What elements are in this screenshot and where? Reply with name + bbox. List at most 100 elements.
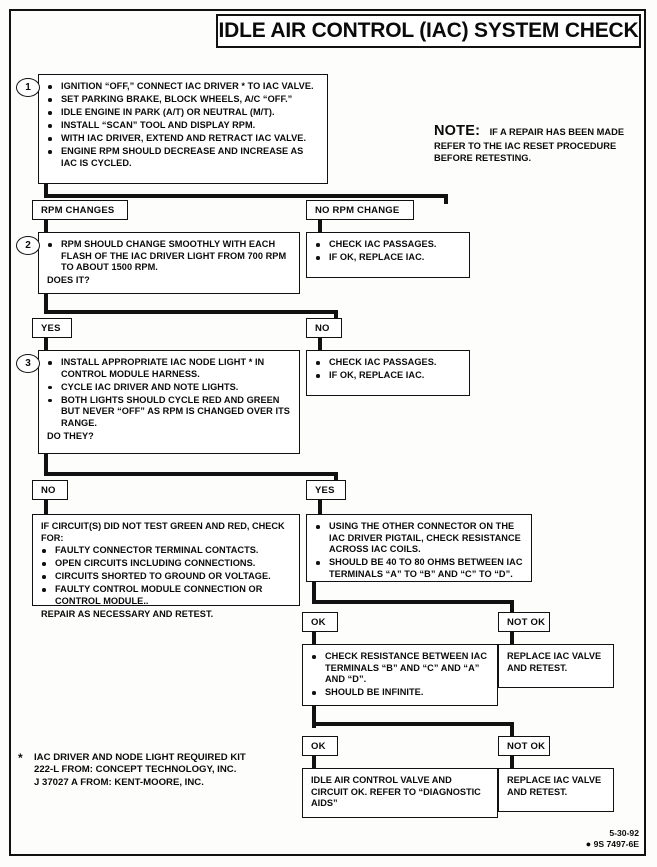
connector-v xyxy=(334,472,338,482)
diagnostic-aids-line-3: AIDS” xyxy=(311,798,338,809)
list-item: SET PARKING BRAKE, BLOCK WHEELS, A/C “OF… xyxy=(47,94,320,106)
list-item: USING THE OTHER CONNECTOR ON THE IAC DRI… xyxy=(315,521,524,556)
connector-v xyxy=(444,194,448,204)
coil-resistance-box: USING THE OTHER CONNECTOR ON THE IAC DRI… xyxy=(306,514,532,582)
connector-v xyxy=(510,756,514,768)
list-item: CIRCUITS SHORTED TO GROUND OR VOLTAGE. xyxy=(41,571,292,583)
step-3-number: 3 xyxy=(16,354,40,373)
list-item: WITH IAC DRIVER, EXTEND AND RETRACT IAC … xyxy=(47,133,320,145)
stamp-code: 9S 7497-6E xyxy=(593,838,639,849)
connector-h xyxy=(312,600,514,604)
step-2-question: DOES IT? xyxy=(47,275,90,286)
diagnostic-aids-line-2: CIRCUIT OK. REFER TO “DIAGNOSTIC xyxy=(311,786,481,797)
list-item: CHECK IAC PASSAGES. xyxy=(315,239,462,251)
branch-label-not-ok-1: NOT OK xyxy=(498,612,550,632)
list-item: FAULTY CONNECTOR TERMINAL CONTACTS. xyxy=(41,545,292,557)
branch-label-ok-1: OK xyxy=(302,612,338,632)
branch-label-no-2: NO xyxy=(32,480,68,500)
page-title: IDLE AIR CONTROL (IAC) SYSTEM CHECK xyxy=(216,14,641,48)
check-passages-list-2: CHECK IAC PASSAGES. IF OK, REPLACE IAC. xyxy=(315,357,462,382)
replace-valve-box-1: REPLACE IAC VALVE AND RETEST. xyxy=(498,644,614,688)
connector-v xyxy=(44,338,48,350)
list-item: IF OK, REPLACE IAC. xyxy=(315,370,462,382)
step-3-question: DO THEY? xyxy=(47,431,94,442)
asterisk-icon: * xyxy=(18,751,23,765)
connector-v xyxy=(44,454,48,476)
diagnostic-aids-line-1: IDLE AIR CONTROL VALVE AND xyxy=(311,775,452,785)
note-line-2: REFER TO THE IAC RESET PROCEDURE xyxy=(434,141,617,151)
step-2-number: 2 xyxy=(16,236,40,255)
branch-label-no-rpm-change: NO RPM CHANGE xyxy=(306,200,414,220)
stamp-code-row: ● 9S 7497-6E xyxy=(586,839,639,850)
connector-h xyxy=(44,194,448,198)
page-title-text: IDLE AIR CONTROL (IAC) SYSTEM CHECK xyxy=(218,19,639,42)
step-1-list: IGNITION “OFF,” CONNECT IAC DRIVER * TO … xyxy=(47,81,320,170)
note-line-3: BEFORE RETESTING. xyxy=(434,153,532,164)
check-passages-box-1: CHECK IAC PASSAGES. IF OK, REPLACE IAC. xyxy=(306,232,470,278)
branch-label-not-ok-2: NOT OK xyxy=(498,736,550,756)
connector-v xyxy=(44,500,48,514)
check-passages-box-2: CHECK IAC PASSAGES. IF OK, REPLACE IAC. xyxy=(306,350,470,396)
infinite-check-list: CHECK RESISTANCE BETWEEN IAC TERMINALS “… xyxy=(311,651,490,699)
connector-v xyxy=(312,706,316,728)
note-heading: NOTE: xyxy=(434,123,481,139)
replace-valve-1-line-2: AND RETEST. xyxy=(507,662,568,673)
footnote-line-1: * IAC DRIVER AND NODE LIGHT REQUIRED KIT xyxy=(18,751,308,765)
list-item: IDLE ENGINE IN PARK (A/T) OR NEUTRAL (M/… xyxy=(47,107,320,119)
list-item: RPM SHOULD CHANGE SMOOTHLY WITH EACH FLA… xyxy=(47,239,292,274)
replace-valve-box-2: REPLACE IAC VALVE AND RETEST. xyxy=(498,768,614,812)
connector-h xyxy=(312,722,514,726)
replace-valve-2-line-1: REPLACE IAC VALVE xyxy=(507,775,602,785)
connector-v xyxy=(44,220,48,232)
connector-v xyxy=(510,632,514,644)
diagnostic-aids-box: IDLE AIR CONTROL VALVE AND CIRCUIT OK. R… xyxy=(302,768,498,818)
branch-label-no-1: NO xyxy=(306,318,342,338)
step-1-number: 1 xyxy=(16,78,40,97)
circuit-failure-intro: IF CIRCUIT(S) DID NOT TEST GREEN AND RED… xyxy=(41,521,285,543)
list-item: BOTH LIGHTS SHOULD CYCLE RED AND GREEN B… xyxy=(47,395,292,430)
connector-v xyxy=(318,220,322,232)
list-item: ENGINE RPM SHOULD DECREASE AND INCREASE … xyxy=(47,146,320,169)
branch-label-rpm-changes: RPM CHANGES xyxy=(32,200,128,220)
infinite-check-box: CHECK RESISTANCE BETWEEN IAC TERMINALS “… xyxy=(302,644,498,706)
step-2-box: RPM SHOULD CHANGE SMOOTHLY WITH EACH FLA… xyxy=(38,232,300,294)
bullet-icon: ● xyxy=(585,838,592,849)
document-stamp: 5-30-92 ● 9S 7497-6E xyxy=(586,828,639,849)
list-item: INSTALL APPROPRIATE IAC NODE LIGHT * IN … xyxy=(47,357,292,380)
note-line-1: IF A REPAIR HAS BEEN MADE xyxy=(489,127,625,137)
list-item: FAULTY CONTROL MODULE CONNECTION OR CONT… xyxy=(41,584,292,607)
connector-v xyxy=(312,632,316,644)
step-3-box: INSTALL APPROPRIATE IAC NODE LIGHT * IN … xyxy=(38,350,300,454)
branch-label-yes-1: YES xyxy=(32,318,72,338)
list-item: SHOULD BE 40 TO 80 OHMS BETWEEN IAC TERM… xyxy=(315,557,524,580)
connector-h xyxy=(44,310,338,314)
connector-h xyxy=(44,472,338,476)
connector-v xyxy=(44,294,48,314)
list-item: OPEN CIRCUITS INCLUDING CONNECTIONS. xyxy=(41,558,292,570)
connector-v xyxy=(318,500,322,514)
coil-resistance-list: USING THE OTHER CONNECTOR ON THE IAC DRI… xyxy=(315,521,524,580)
branch-label-yes-2: YES xyxy=(306,480,346,500)
list-item: CYCLE IAC DRIVER AND NOTE LIGHTS. xyxy=(47,382,292,394)
connector-v xyxy=(510,600,514,612)
list-item: CHECK RESISTANCE BETWEEN IAC TERMINALS “… xyxy=(311,651,490,686)
branch-label-ok-2: OK xyxy=(302,736,338,756)
stamp-date: 5-30-92 xyxy=(609,828,639,838)
note-block: NOTE: IF A REPAIR HAS BEEN MADE REFER TO… xyxy=(434,122,639,164)
footnote-line-3: J 37027 A FROM: KENT-MOORE, INC. xyxy=(34,776,204,788)
list-item: IF OK, REPLACE IAC. xyxy=(315,252,462,264)
connector-v xyxy=(312,756,316,768)
circuit-failure-list: FAULTY CONNECTOR TERMINAL CONTACTS. OPEN… xyxy=(41,545,292,621)
list-item: IGNITION “OFF,” CONNECT IAC DRIVER * TO … xyxy=(47,81,320,93)
list-item: CHECK IAC PASSAGES. xyxy=(315,357,462,369)
check-passages-list-1: CHECK IAC PASSAGES. IF OK, REPLACE IAC. xyxy=(315,239,462,264)
step-1-box: IGNITION “OFF,” CONNECT IAC DRIVER * TO … xyxy=(38,74,328,184)
connector-v xyxy=(312,582,316,604)
step-3-list: INSTALL APPROPRIATE IAC NODE LIGHT * IN … xyxy=(47,357,292,443)
footnote-line-2: 222-L FROM: CONCEPT TECHNOLOGY, INC. xyxy=(34,764,237,776)
connector-v xyxy=(510,722,514,736)
connector-v xyxy=(44,184,48,198)
footnote-block: * IAC DRIVER AND NODE LIGHT REQUIRED KIT… xyxy=(18,752,308,789)
replace-valve-2-line-2: AND RETEST. xyxy=(507,786,568,797)
